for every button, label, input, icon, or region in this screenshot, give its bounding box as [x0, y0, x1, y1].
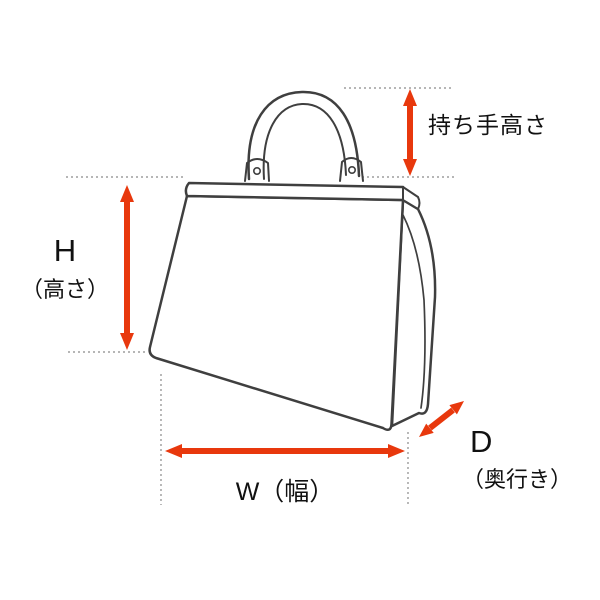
handle-inner: [262, 102, 347, 180]
handle-tab-right: [339, 157, 364, 182]
depth-letter: D: [470, 424, 493, 459]
width-arrowhead-left: [165, 444, 182, 458]
handle-height-arrowhead-top: [403, 89, 417, 106]
width-arrow: [165, 444, 405, 458]
handle-rivet-right-icon: [347, 166, 356, 175]
handle-height-arrow: [403, 89, 417, 176]
bag-top-frame: [184, 181, 407, 202]
handbag-illustration: [148, 90, 437, 432]
depth-arrowhead-bottom: [419, 423, 434, 437]
width-label: W（幅）: [235, 478, 335, 506]
handle-rivet-left-icon: [253, 167, 262, 176]
height-letter: H: [53, 233, 77, 268]
height-arrowhead-top: [120, 185, 134, 202]
bag-side-crease: [402, 214, 426, 409]
bag-front-face: [148, 194, 405, 432]
guide-lines: [66, 87, 456, 505]
bag-top-frame-side: [402, 186, 421, 210]
height-label: H （高さ）: [15, 233, 115, 304]
height-caption: （高さ）: [20, 277, 109, 302]
handle-height-label: 持ち手高さ: [428, 112, 548, 138]
depth-arrow-line: [428, 407, 455, 431]
dimension-arrows: [120, 89, 464, 458]
depth-label: D （奥行き）: [462, 424, 572, 494]
height-arrowhead-bottom: [120, 333, 134, 350]
depth-arrowhead-top: [449, 401, 464, 415]
depth-caption: （奥行き）: [462, 467, 573, 492]
handle-outer: [247, 90, 361, 181]
handle-tab-left: [244, 158, 270, 182]
width-arrowhead-right: [388, 444, 405, 458]
handle-height-arrowhead-bottom: [403, 159, 417, 176]
depth-arrow: [419, 401, 464, 437]
height-arrow: [120, 185, 134, 350]
